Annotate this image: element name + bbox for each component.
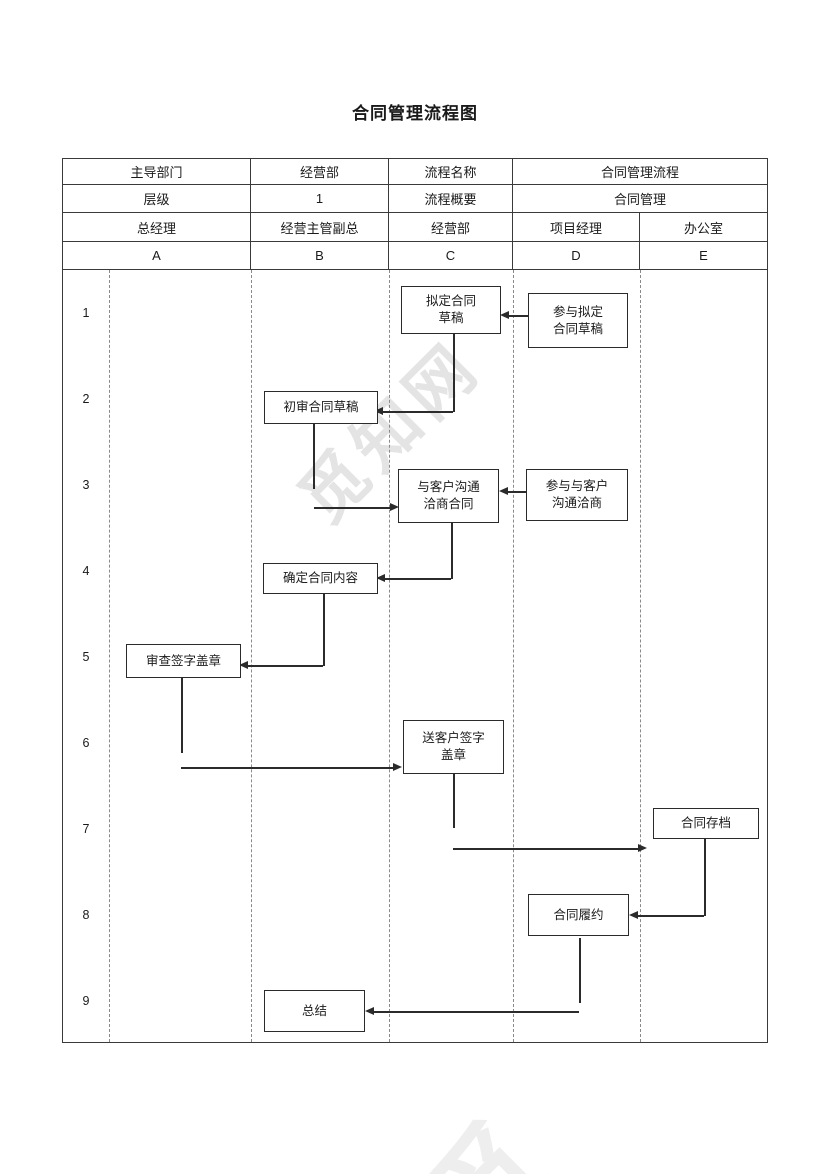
connector-archive-down-line — [704, 839, 706, 916]
connector-negotiate-down-line — [451, 523, 453, 579]
connector-perform-down-line — [579, 938, 581, 1003]
watermark-partial: 觅 — [375, 1079, 601, 1174]
header-flow-name-label: 流程名称 — [389, 159, 513, 184]
flow-box-review-sign-seal: 审查签字盖章 — [126, 644, 241, 678]
connector-into-summary-line — [374, 1011, 579, 1013]
header-row-lanes: A B C D E — [63, 242, 767, 270]
connector-into-perform-line — [638, 915, 704, 917]
arrowhead-into-draft-contract-icon — [500, 311, 509, 319]
flow-box-archive-contract: 合同存档 — [653, 808, 759, 839]
arrowhead-into-send-client-icon — [393, 763, 402, 771]
row-number-9: 9 — [82, 994, 90, 1008]
row-number-7: 7 — [82, 822, 90, 836]
flow-box-assist-negotiate: 参与与客户 沟通洽商 — [526, 469, 628, 521]
divider-lane-a-b — [251, 270, 252, 1042]
lane-letter-e: E — [699, 248, 708, 263]
connector-review-down-line — [313, 424, 315, 489]
connector-sign-seal-down-line — [181, 678, 183, 753]
row-number-3: 3 — [82, 478, 90, 492]
flowchart-table: 主导部门 经营部 流程名称 合同管理流程 层级 1 流程概要 合同管理 总经理 … — [62, 158, 768, 1043]
header-row-1: 主导部门 经营部 流程名称 合同管理流程 — [63, 159, 767, 185]
page-title: 合同管理流程图 — [352, 104, 478, 123]
flow-box-perform-contract: 合同履约 — [528, 894, 629, 936]
flow-box-confirm-content: 确定合同内容 — [263, 563, 378, 594]
connector-into-initial-review-line — [383, 411, 453, 413]
flow-box-negotiate-client: 与客户沟通 洽商合同 — [398, 469, 499, 523]
lane-letter-a: A — [63, 242, 251, 269]
row-number-5: 5 — [82, 650, 90, 664]
arrowhead-into-summary-icon — [365, 1007, 374, 1015]
connector-draft-down-line — [453, 334, 455, 412]
flow-box-assist-draft: 参与拟定 合同草稿 — [528, 293, 628, 348]
divider-number-column — [109, 270, 110, 1042]
flow-box-draft-contract: 拟定合同 草稿 — [401, 286, 501, 334]
header-summary-value: 合同管理 — [613, 192, 666, 207]
flow-box-send-client-sign: 送客户签字 盖章 — [403, 720, 504, 774]
divider-lane-c-d — [513, 270, 514, 1042]
role-office: 办公室 — [683, 220, 723, 236]
header-lead-dept-label: 主导部门 — [63, 159, 251, 184]
divider-lane-b-c — [389, 270, 390, 1042]
flow-box-summary: 总结 — [264, 990, 365, 1032]
role-deputy-gm: 经营主管副总 — [251, 213, 389, 241]
row-number-4: 4 — [82, 564, 90, 578]
connector-toward-archive-line — [453, 848, 638, 850]
header-summary-label: 流程概要 — [389, 185, 513, 212]
header-row-2: 层级 1 流程概要 合同管理 — [63, 185, 767, 213]
row-number-8: 8 — [82, 908, 90, 922]
arrowhead-into-perform-icon — [629, 911, 638, 919]
connector-send-client-down-line — [453, 774, 455, 828]
role-general-manager: 总经理 — [63, 213, 251, 241]
row-number-2: 2 — [82, 392, 90, 406]
header-flow-name-value: 合同管理流程 — [600, 165, 679, 180]
arrowhead-toward-archive-icon — [638, 844, 647, 852]
arrowhead-into-confirm-icon — [376, 574, 385, 582]
flowchart-area: 1 2 3 4 5 6 7 8 9 — [63, 270, 767, 1042]
connector-into-confirm-line — [385, 578, 451, 580]
header-level-value: 1 — [251, 185, 389, 212]
row-number-1: 1 — [82, 306, 90, 320]
header-level-label: 层级 — [63, 185, 251, 212]
lane-letter-b: B — [251, 242, 389, 269]
lane-letter-c: C — [389, 242, 513, 269]
header-lead-dept-value: 经营部 — [251, 159, 389, 184]
arrowhead-into-initial-review-icon — [374, 407, 383, 415]
connector-confirm-down-line — [323, 594, 325, 666]
arrowhead-into-negotiate-icon — [390, 503, 399, 511]
connector-assist-negotiate-line — [508, 491, 526, 493]
connector-into-sign-seal-line — [248, 665, 323, 667]
arrowhead-into-negotiate-right-icon — [499, 487, 508, 495]
row-number-6: 6 — [82, 736, 90, 750]
lane-letter-d: D — [513, 242, 640, 269]
flow-box-initial-review: 初审合同草稿 — [264, 391, 378, 424]
header-row-roles: 总经理 经营主管副总 经营部 项目经理 办公室 — [63, 213, 767, 242]
role-project-manager: 项目经理 — [513, 213, 640, 241]
divider-lane-d-e — [640, 270, 641, 1042]
connector-assist-to-draft-line — [509, 315, 528, 317]
connector-into-negotiate-line — [314, 507, 390, 509]
connector-into-send-client-line — [181, 767, 393, 769]
role-business-dept: 经营部 — [389, 213, 513, 241]
arrowhead-into-sign-seal-icon — [239, 661, 248, 669]
